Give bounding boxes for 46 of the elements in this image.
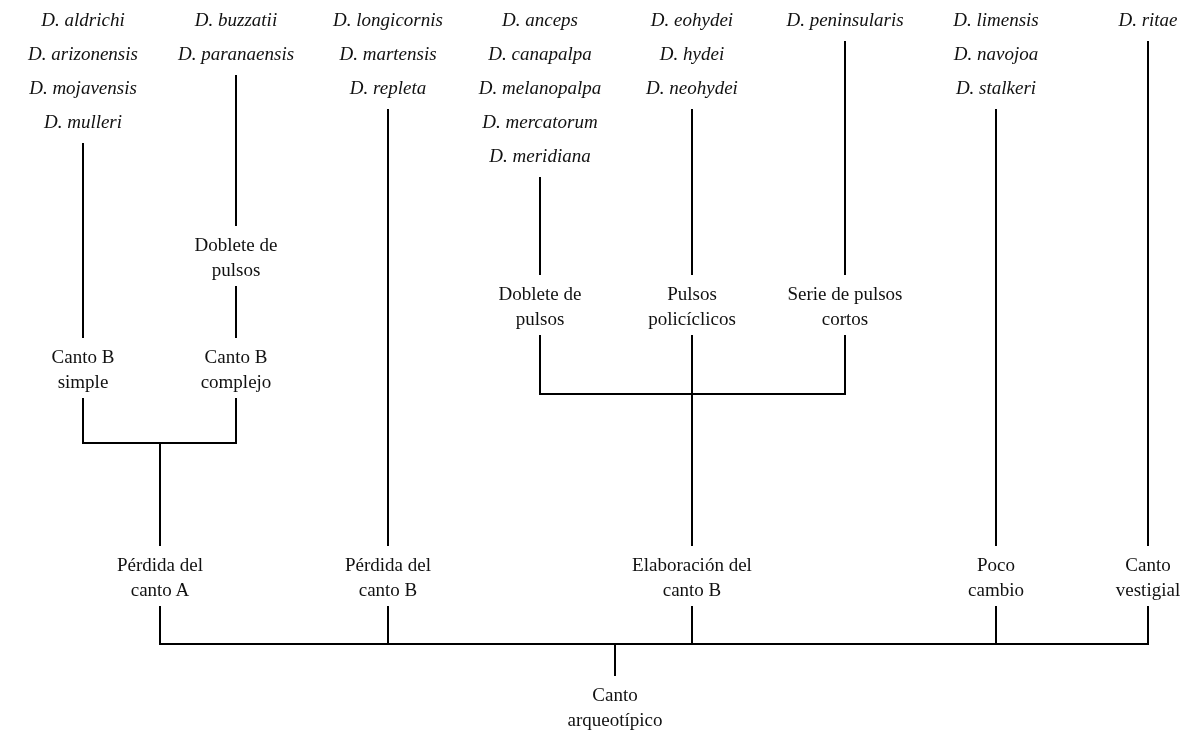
species-name: D. paranaensis	[176, 42, 296, 66]
tree-branch	[235, 74, 237, 227]
tree-branch	[995, 108, 997, 547]
tree-branch	[82, 142, 84, 339]
trait-label: Pérdida del canto B	[344, 553, 432, 602]
species-name: D. peninsularis	[785, 8, 905, 32]
trait-label: Pérdida del canto A	[116, 553, 204, 602]
trait-label: Elaboración del canto B	[632, 553, 752, 602]
trait-label: Canto B complejo	[199, 345, 273, 394]
species-name: D. mulleri	[42, 110, 124, 134]
tree-branch	[387, 108, 389, 547]
species-name: D. ritae	[1117, 8, 1179, 32]
tree-branch	[539, 176, 541, 276]
species-name: D. melanopalpa	[477, 76, 603, 100]
species-name: D. limensis	[952, 8, 1040, 32]
species-name: D. anceps	[501, 8, 579, 32]
species-name: D. meridiana	[488, 144, 592, 168]
tree-branch	[235, 285, 237, 339]
species-name: D. eohydei	[649, 8, 735, 32]
species-name: D. mercatorum	[481, 110, 599, 134]
species-name: D. neohydei	[645, 76, 739, 100]
tree-branch	[1147, 40, 1149, 547]
species-name: D. buzzatii	[193, 8, 279, 32]
trait-label: Doblete de pulsos	[193, 233, 279, 282]
trait-label: Serie de pulsos cortos	[786, 282, 904, 331]
species-name: D. navojoa	[952, 42, 1040, 66]
trait-label: Doblete de pulsos	[497, 282, 583, 331]
trait-label: Canto B simple	[50, 345, 116, 394]
trait-label: Canto vestigial	[1114, 553, 1182, 602]
trait-label: Pulsos policíclicos	[647, 282, 737, 331]
species-name: D. mojavensis	[28, 76, 138, 100]
species-name: D. martensis	[338, 42, 438, 66]
trait-label: Poco cambio	[967, 553, 1025, 602]
species-name: D. aldrichi	[40, 8, 126, 32]
tree-branch	[614, 605, 1149, 677]
species-name: D. hydei	[658, 42, 726, 66]
tree-branch	[691, 108, 693, 276]
tree-branch	[691, 334, 846, 547]
tree-branch	[844, 40, 846, 276]
trait-label: Canto arqueotípico	[566, 683, 664, 732]
tree-branch	[159, 397, 237, 547]
species-name: D. repleta	[348, 76, 428, 100]
species-name: D. canapalpa	[487, 42, 593, 66]
species-name: D. longicornis	[332, 8, 444, 32]
species-name: D. stalkeri	[954, 76, 1038, 100]
species-name: D. arizonensis	[27, 42, 139, 66]
